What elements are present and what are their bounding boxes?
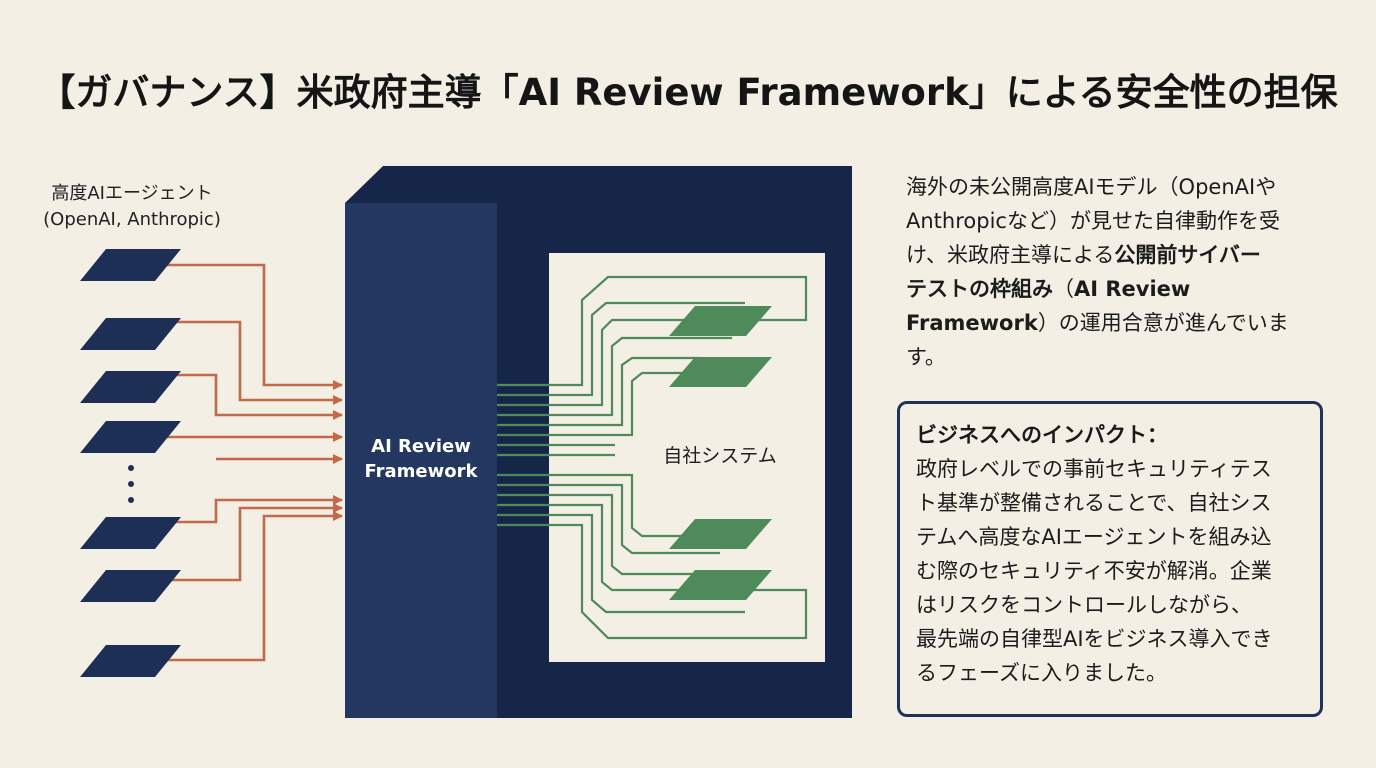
agent-arrow [155, 511, 343, 662]
ellipsis-dot [128, 481, 134, 487]
circuit-line [497, 513, 745, 614]
agent-chip [80, 318, 181, 350]
agent-chips [80, 249, 181, 677]
system-label: 自社システム [663, 445, 777, 467]
circuit-line [497, 473, 700, 538]
impact-text: 政府レベルでの事前セキュリティテス ト基準が整備されることで、自社シス テムへ高… [916, 452, 1306, 690]
impact-line: 最先端の自律型AIをビジネス導入でき [916, 627, 1273, 651]
description-text: 海外の未公開高度AIモデル（OpenAIや Anthropicなど）が見せた自律… [906, 170, 1326, 374]
agent-arrow [155, 320, 343, 405]
ellipsis-dot [128, 465, 134, 471]
agent-chip [80, 645, 181, 677]
framework-block-front [345, 203, 497, 718]
circuit-line [497, 371, 720, 437]
circuit-line [497, 493, 700, 576]
description-line: 海外の未公開高度AIモデル（OpenAIや [906, 175, 1277, 199]
circuit-line [497, 336, 732, 417]
agent-chip [80, 421, 181, 453]
description-text-segment: け、米政府主導による [906, 243, 1115, 267]
circuit-line [497, 318, 700, 407]
description-line: す。 [906, 345, 946, 369]
impact-line: む際のセキュリティ不安が解消。企業 [916, 559, 1272, 583]
description-line: Framework）の運用合意が進んでいま [906, 306, 1326, 340]
impact-line: ト基準が整備されることで、自社シス [916, 491, 1272, 515]
description-bold-segment: AI Review [1074, 277, 1191, 301]
impact-box: ビジネスへのインパクト： 政府レベルでの事前セキュリティテス ト基準が整備される… [897, 401, 1323, 717]
description-line: Anthropicなど）が見せた自律動作を受 [906, 209, 1280, 233]
agent-arrow [155, 495, 343, 524]
circuit-lines [497, 275, 808, 640]
ellipsis-dot [128, 497, 134, 503]
impact-line: はリスクをコントロールしながら、 [916, 593, 1252, 617]
agents-label-line1: 高度AIエージェント [51, 183, 213, 204]
system-chip [669, 357, 772, 387]
agents-label-line2: (OpenAI, Anthropic) [43, 209, 221, 230]
impact-line: 政府レベルでの事前セキュリティテス [916, 457, 1272, 481]
agent-arrow [155, 263, 343, 390]
description-line: け、米政府主導による公開前サイバー [906, 238, 1326, 272]
agent-chip [80, 249, 181, 281]
agent-arrow [155, 503, 343, 582]
agent-chip [80, 371, 181, 403]
circuit-line [497, 301, 745, 397]
agent-chip [80, 517, 181, 549]
description-bold-segment: Framework [906, 311, 1038, 335]
agent-chip [80, 570, 181, 602]
description-text-segment: ）の運用合意が進んでいま [1037, 311, 1289, 335]
system-chips [669, 306, 772, 600]
impact-heading: ビジネスへのインパクト： [916, 423, 1168, 447]
circuit-line [497, 503, 730, 592]
impact-line: るフェーズに入りました。 [916, 661, 1167, 685]
description-text-segment: （ [1053, 277, 1074, 301]
ellipsis [128, 465, 134, 503]
impact-line: テムへ高度なAIエージェントを組み込 [916, 525, 1272, 549]
system-chip [669, 306, 772, 336]
agent-arrows [155, 263, 343, 662]
description-bold-segment: テストの枠組み [906, 277, 1053, 301]
system-chip [669, 519, 772, 549]
circuit-line [497, 356, 700, 427]
description-bold-segment: 公開前サイバー [1114, 243, 1261, 267]
agents-label: 高度AIエージェント (OpenAI, Anthropic) [22, 181, 242, 233]
framework-label-line2: Framework [364, 461, 478, 482]
circuit-line [497, 523, 808, 640]
system-chip [669, 570, 772, 600]
framework-label-line1: AI Review [371, 436, 471, 457]
description-line: テストの枠組み（AI Review [906, 272, 1326, 306]
circuit-line [497, 275, 808, 387]
page-title: 【ガバナンス】米政府主導「AI Review Framework」による安全性の… [38, 71, 1338, 114]
framework-label: AI Review Framework [345, 434, 497, 484]
circuit-line [497, 483, 720, 555]
agent-arrow [155, 373, 343, 420]
